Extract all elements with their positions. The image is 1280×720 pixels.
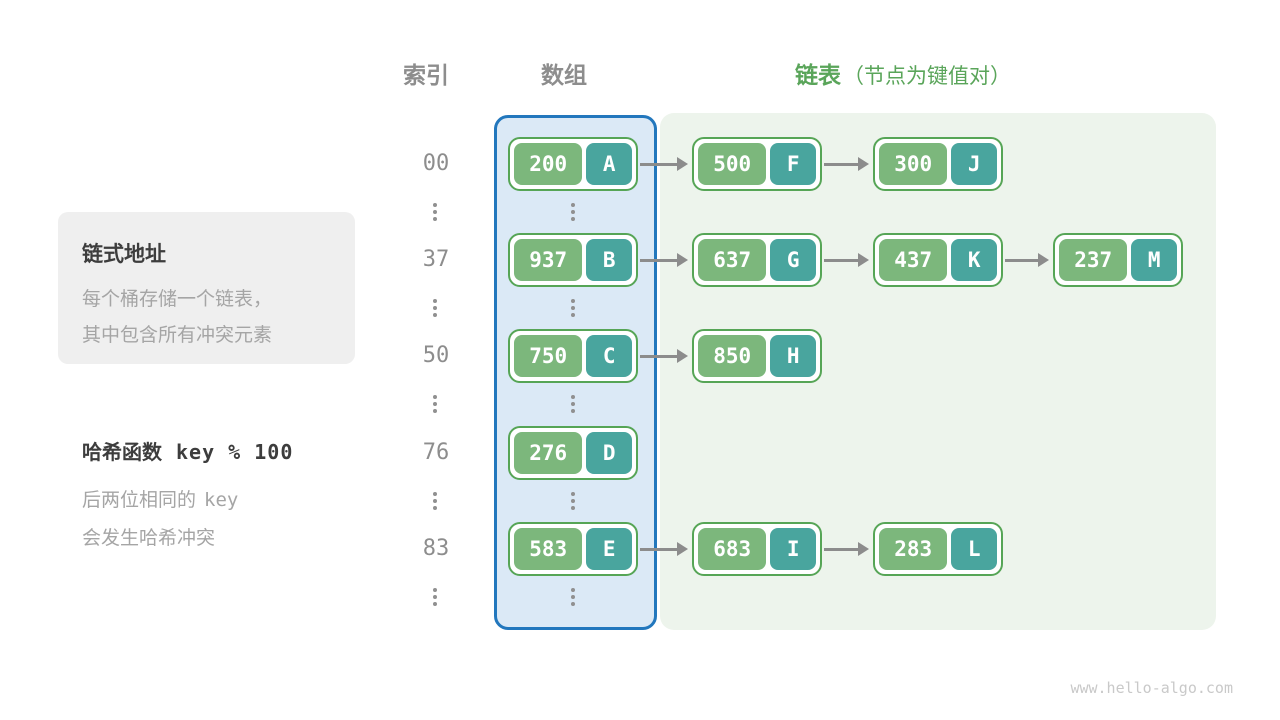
kv-node-937-B: 937 B: [508, 233, 638, 287]
kv-node-500-F: 500 F: [692, 137, 822, 191]
arrow-right-icon: [824, 542, 869, 556]
node-value: H: [770, 335, 816, 377]
kv-node-750-C: 750 C: [508, 329, 638, 383]
arrow-right-icon: [640, 253, 688, 267]
hash-function-code: key % 100: [176, 440, 294, 464]
kv-node-637-G: 637 G: [692, 233, 822, 287]
node-value: K: [951, 239, 997, 281]
hash-function-title: 哈希函数 key % 100: [82, 436, 293, 465]
ellipsis-icon: [433, 299, 437, 317]
node-value: C: [586, 335, 632, 377]
index-label-00: 00: [422, 151, 450, 176]
header-array: 数组: [541, 62, 587, 88]
callout-line-2: 其中包含所有冲突元素: [82, 325, 273, 346]
node-key: 283: [879, 528, 948, 570]
kv-node-200-A: 200 A: [508, 137, 638, 191]
kv-node-237-M: 237 M: [1053, 233, 1183, 287]
kv-node-276-D: 276 D: [508, 426, 638, 480]
chaining-callout: 链式地址 每个桶存储一个链表， 其中包含所有冲突元素: [58, 212, 355, 364]
hash-note-line-2: 会发生哈希冲突: [82, 528, 216, 549]
kv-node-850-H: 850 H: [692, 329, 822, 383]
callout-body: 每个桶存储一个链表， 其中包含所有冲突元素: [82, 282, 331, 354]
site-watermark: www.hello-algo.com: [1070, 679, 1233, 697]
ellipsis-icon: [571, 395, 575, 413]
node-key: 437: [879, 239, 948, 281]
arrow-right-icon: [640, 349, 688, 363]
node-key: 500: [698, 143, 767, 185]
node-key: 300: [879, 143, 948, 185]
ellipsis-icon: [433, 395, 437, 413]
node-value: I: [770, 528, 816, 570]
callout-line-1: 每个桶存储一个链表，: [82, 289, 273, 310]
kv-node-583-E: 583 E: [508, 522, 638, 576]
node-value: B: [586, 239, 632, 281]
arrow-right-icon: [1005, 253, 1049, 267]
node-value: J: [951, 143, 997, 185]
ellipsis-icon: [433, 492, 437, 510]
ellipsis-icon: [571, 492, 575, 510]
node-key: 583: [514, 528, 583, 570]
hash-function-label: 哈希函数: [82, 442, 162, 464]
index-label-50: 50: [422, 343, 450, 368]
ellipsis-icon: [433, 588, 437, 606]
header-list-label: 链表: [795, 62, 841, 88]
node-key: 750: [514, 335, 583, 377]
node-value: D: [586, 432, 632, 474]
node-value: L: [951, 528, 997, 570]
arrow-right-icon: [640, 157, 688, 171]
index-label-37: 37: [422, 247, 450, 272]
callout-title: 链式地址: [82, 243, 166, 266]
key-code-text: key: [204, 489, 239, 511]
header-index: 索引: [403, 62, 449, 88]
kv-node-300-J: 300 J: [873, 137, 1003, 191]
kv-node-683-I: 683 I: [692, 522, 822, 576]
arrow-right-icon: [640, 542, 688, 556]
kv-node-283-L: 283 L: [873, 522, 1003, 576]
node-key: 637: [698, 239, 767, 281]
ellipsis-icon: [571, 588, 575, 606]
header-list: 链表 （节点为键值对）: [795, 56, 1011, 90]
node-value: E: [586, 528, 632, 570]
node-key: 683: [698, 528, 767, 570]
node-key: 237: [1059, 239, 1128, 281]
arrow-right-icon: [824, 253, 869, 267]
arrow-right-icon: [824, 157, 869, 171]
node-key: 200: [514, 143, 583, 185]
node-key: 937: [514, 239, 583, 281]
index-label-83: 83: [422, 536, 450, 561]
node-key: 276: [514, 432, 583, 474]
node-value: A: [586, 143, 632, 185]
node-value: G: [770, 239, 816, 281]
ellipsis-icon: [433, 203, 437, 221]
node-value: M: [1131, 239, 1177, 281]
ellipsis-icon: [571, 203, 575, 221]
kv-node-437-K: 437 K: [873, 233, 1003, 287]
node-key: 850: [698, 335, 767, 377]
node-value: F: [770, 143, 816, 185]
ellipsis-icon: [571, 299, 575, 317]
header-list-note: （节点为键值对）: [843, 65, 1011, 88]
index-label-76: 76: [422, 440, 450, 465]
